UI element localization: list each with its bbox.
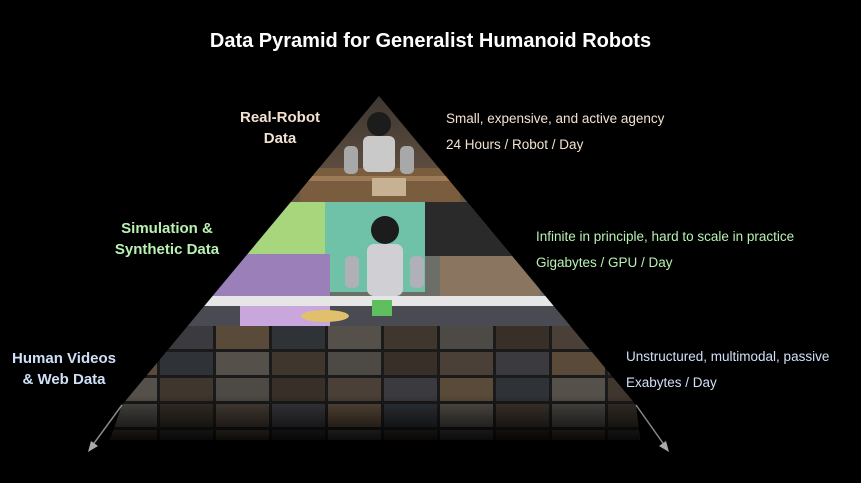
video-thumbnail (440, 326, 493, 349)
video-thumbnail (552, 352, 605, 375)
tier-label-line: Human Videos (12, 350, 116, 367)
tier-desc-human-videos: Unstructured, multimodal, passive Exabyt… (626, 344, 829, 396)
video-thumbnail (496, 352, 549, 375)
tier-desc-simulation: Infinite in principle, hard to scale in … (536, 224, 794, 276)
video-thumbnail (272, 326, 325, 349)
video-thumbnail (440, 352, 493, 375)
video-thumbnail (496, 326, 549, 349)
tier-label-line: Real-Robot (240, 109, 320, 126)
tier-desc-line: 24 Hours / Robot / Day (446, 137, 584, 152)
tier-label-line: Simulation & (121, 220, 213, 237)
video-thumbnail (384, 352, 437, 375)
video-thumbnail (272, 352, 325, 375)
tier-label-simulation: Simulation & Synthetic Data (100, 218, 234, 260)
tier-label-line: Data (263, 130, 297, 147)
tier-desc-line: Unstructured, multimodal, passive (626, 349, 830, 364)
tier-label-line: & Web Data (22, 371, 106, 388)
tier-desc-line: Small, expensive, and active agency (446, 111, 665, 126)
video-thumbnail (216, 352, 269, 375)
video-thumbnail (384, 326, 437, 349)
video-thumbnail (110, 326, 157, 349)
video-thumbnail (328, 326, 381, 349)
page-title: Data Pyramid for Generalist Humanoid Rob… (209, 30, 652, 52)
video-thumbnail (160, 352, 213, 375)
expansion-arrows (88, 404, 669, 452)
tier-desc-line: Exabytes / Day (626, 375, 717, 390)
tier-label-human-videos: Human Videos & Web Data (8, 348, 120, 390)
tier-desc-real-robot: Small, expensive, and active agency 24 H… (446, 106, 664, 158)
tier-label-real-robot: Real-Robot Data (220, 107, 340, 149)
tier-label-line: Synthetic Data (114, 241, 220, 258)
video-thumbnail (160, 326, 213, 349)
tier-desc-line: Gigabytes / GPU / Day (536, 255, 673, 270)
video-thumbnail (552, 326, 605, 349)
video-thumbnail (328, 352, 381, 375)
tier-desc-line: Infinite in principle, hard to scale in … (536, 229, 795, 244)
video-thumbnail (216, 326, 269, 349)
